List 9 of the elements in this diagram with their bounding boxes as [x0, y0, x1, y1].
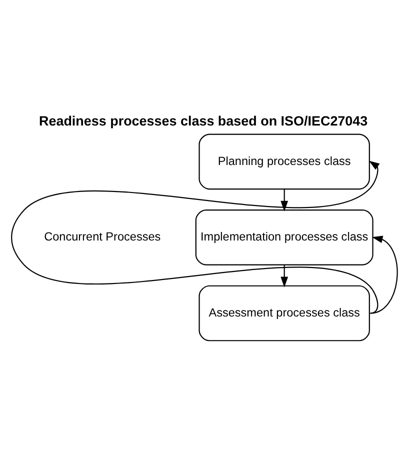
diagram-title: Readiness processes class based on ISO/IEC27043 [38, 114, 368, 129]
arrow [280, 189, 288, 212]
node-box: Implementation processes class [195, 210, 374, 266]
arrow [280, 265, 288, 288]
arrow [370, 236, 398, 314]
arrow [11, 160, 380, 314]
label: Concurrent Processes [44, 230, 161, 244]
node-box: Planning processes class [198, 134, 370, 190]
node-box: Assessment processes class [198, 285, 370, 342]
